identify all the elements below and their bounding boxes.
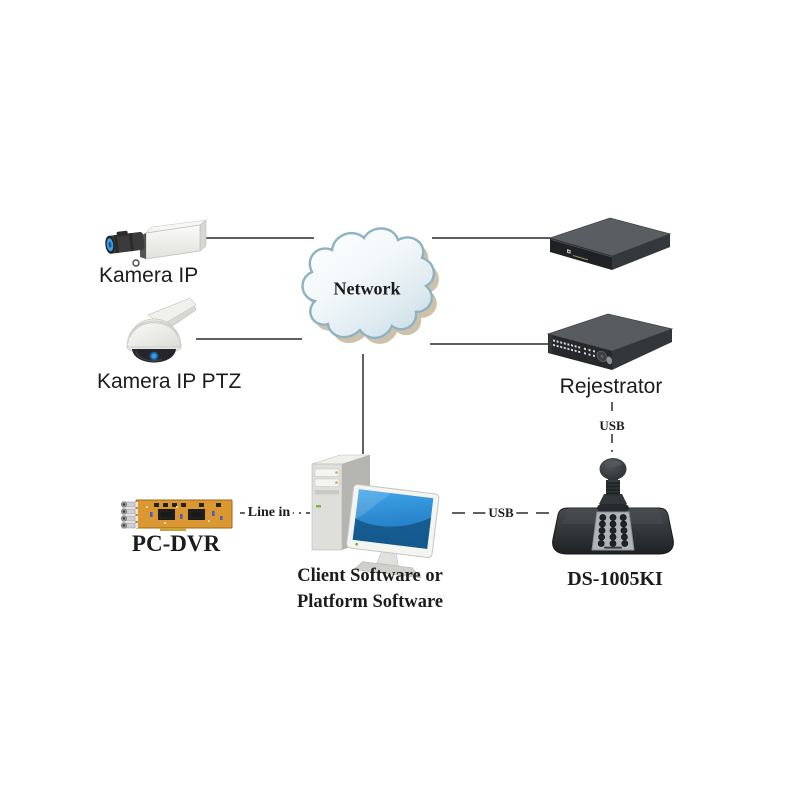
camera-hook xyxy=(132,259,140,267)
drive-bay-1 xyxy=(314,468,340,477)
drive-bay-2 xyxy=(314,478,340,487)
nvr-right-face xyxy=(612,234,670,270)
power-led xyxy=(316,505,321,508)
rejestrator-label: Rejestrator xyxy=(559,375,663,398)
joystick-flare xyxy=(599,494,627,504)
capture-card-icon xyxy=(120,499,233,531)
ds-1005ki-node xyxy=(552,452,677,562)
client-pc-node xyxy=(296,450,452,579)
ds-1005ki-label: DS-1005KI xyxy=(567,568,663,590)
chip-large-2 xyxy=(188,509,205,520)
joystick-keyboard-icon xyxy=(552,458,674,555)
gold-edge-connector xyxy=(160,528,186,531)
monitor-stand-base xyxy=(352,561,422,579)
dvr-jog-knob xyxy=(606,356,613,365)
capacitors xyxy=(150,511,223,520)
kamera-ip-ptz-label: Kamera IP PTZ xyxy=(97,370,242,393)
lens-barrel xyxy=(105,230,145,254)
nvr-front-face xyxy=(550,238,612,270)
chip-large-1 xyxy=(158,509,175,520)
small-chips xyxy=(154,503,221,507)
kamera-ip-node xyxy=(100,218,210,270)
line-in-edge-label: Line in xyxy=(244,505,294,521)
dvr-right-face xyxy=(612,329,672,370)
pc-dvr-node xyxy=(120,490,238,540)
rejestrator-icon xyxy=(546,313,674,370)
client-pc-label-line2: Platform Software xyxy=(296,592,444,612)
kamera-ip-ptz-node xyxy=(112,297,200,375)
pc-dvr-label: PC-DVR xyxy=(131,531,221,556)
dvr-buttons xyxy=(553,339,595,358)
nvr-box-node xyxy=(546,214,674,274)
joystick-mount xyxy=(597,501,629,515)
network-cloud-node xyxy=(290,216,446,362)
cloud-body xyxy=(301,227,435,339)
monitor xyxy=(346,483,440,579)
nvr-box-icon xyxy=(548,217,672,270)
usb-horizontal-edge-label: USB xyxy=(485,505,517,521)
joystick-stem xyxy=(606,480,620,496)
keypad-buttons xyxy=(597,514,629,547)
monitor-power-led xyxy=(355,542,359,546)
tower-vent xyxy=(315,490,339,495)
client-pc-label-line1: Client Software or xyxy=(297,566,443,586)
camera-body-end xyxy=(199,219,207,252)
usb-vertical-edge-label: USB xyxy=(596,418,628,434)
kamera-ip-label: Kamera IP xyxy=(99,264,199,287)
box-camera-icon xyxy=(105,219,207,267)
network-label: Network xyxy=(333,278,401,299)
desktop-computer-icon xyxy=(311,454,440,579)
nvr-front-details xyxy=(551,238,612,261)
rejestrator-node xyxy=(544,310,676,376)
dvr-front-details xyxy=(548,334,613,365)
client-pc-label: Client Software or Platform Software xyxy=(297,563,443,615)
keypad-brand-strip xyxy=(604,546,622,549)
cloud-icon xyxy=(301,227,439,344)
ptz-camera-icon xyxy=(126,297,197,363)
bnc-connectors xyxy=(120,501,138,529)
